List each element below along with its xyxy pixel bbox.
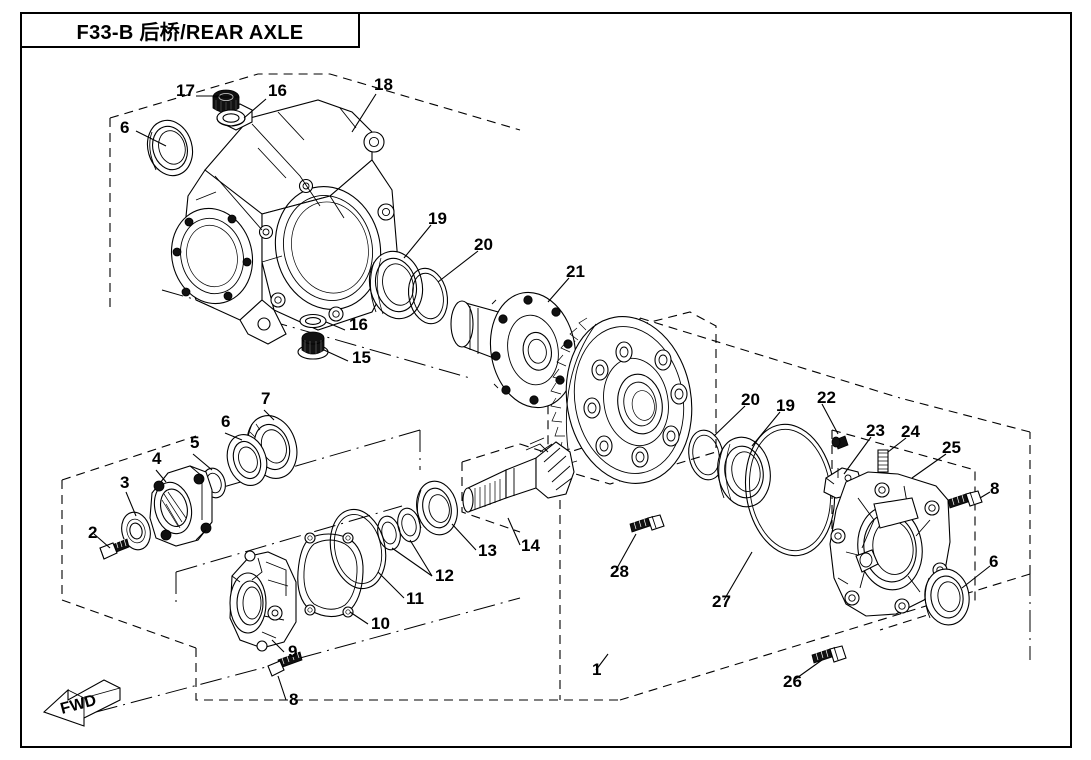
callout-6-upper: 6 <box>120 118 129 137</box>
callout-10: 10 <box>371 614 390 633</box>
callout-19: 19 <box>428 209 447 228</box>
callout-3: 3 <box>120 473 129 492</box>
callout-8-right: 8 <box>990 479 999 498</box>
callout-15: 15 <box>352 348 371 367</box>
callout-26: 26 <box>783 672 802 691</box>
callout-25: 25 <box>942 438 961 457</box>
part-ring-gear-bolt <box>629 514 665 533</box>
callout-11: 11 <box>406 589 424 608</box>
callout-18: 18 <box>374 75 393 94</box>
part-pinion-retainer <box>229 550 297 652</box>
part-ring-gear <box>550 316 693 484</box>
callout-6: 6 <box>221 412 230 431</box>
part-shim-left <box>407 267 449 325</box>
callout-23: 23 <box>866 421 885 440</box>
callout-19-right: 19 <box>776 396 795 415</box>
callout-16: 16 <box>349 315 368 334</box>
callout-9: 9 <box>288 642 297 661</box>
part-bolt-right <box>947 490 983 509</box>
page-title: F33-B 后桥/REAR AXLE <box>76 21 304 44</box>
part-oil-seal-right <box>924 568 970 626</box>
part-washer <box>121 511 151 551</box>
callout-27: 27 <box>712 592 731 611</box>
part-pinion-bearing <box>416 480 458 536</box>
callout-16-top: 16 <box>268 81 287 100</box>
part-axle-housing <box>170 99 399 345</box>
part-bolt-lower-left <box>267 651 303 677</box>
leader-lines <box>93 93 991 701</box>
diagram-frame <box>20 12 1072 748</box>
part-dowel-pin <box>831 435 849 450</box>
group-boundaries <box>61 73 1031 701</box>
part-diff-bearing-right <box>717 436 771 508</box>
part-drive-pinion <box>462 437 575 513</box>
part-differential-case <box>450 291 577 409</box>
part-sealing-washer-mid <box>299 313 327 329</box>
callout-13: 13 <box>478 541 497 560</box>
callout-6-right: 6 <box>989 552 998 571</box>
part-companion-flange <box>149 465 213 547</box>
callout-2: 2 <box>88 523 97 542</box>
callout-8: 8 <box>289 690 298 709</box>
callout-7: 7 <box>261 389 270 408</box>
part-o-ring-lower <box>329 508 387 590</box>
part-breather-plug <box>212 89 240 113</box>
callout-numbers: 1 2 3 4 5 6 7 8 9 10 11 12 13 14 15 16 1… <box>88 75 999 709</box>
part-cover-bolt <box>811 645 847 664</box>
part-flange-bolt <box>99 538 130 560</box>
callout-20-right: 20 <box>741 390 760 409</box>
callout-4: 4 <box>152 449 162 468</box>
fwd-badge: FWD <box>42 679 121 727</box>
callout-20: 20 <box>474 235 493 254</box>
part-gasket <box>297 532 364 618</box>
callout-12: 12 <box>435 566 454 585</box>
callout-5: 5 <box>190 433 199 452</box>
part-oil-seal-lower <box>226 434 268 486</box>
part-diff-bearing-left <box>368 250 424 320</box>
callout-1: 1 <box>592 660 601 679</box>
callout-17: 17 <box>176 81 195 100</box>
part-oil-seal-upper <box>146 119 194 177</box>
callout-28: 28 <box>610 562 629 581</box>
callout-22: 22 <box>817 388 836 407</box>
part-shim-set <box>377 507 421 551</box>
title-box: F33-B 后桥/REAR AXLE <box>20 12 360 48</box>
callout-14: 14 <box>521 536 540 555</box>
callout-24: 24 <box>901 422 920 441</box>
part-drain-plug <box>297 331 329 360</box>
part-sealing-washer-top <box>216 109 246 127</box>
part-bearing-cover <box>829 471 951 617</box>
callout-21: 21 <box>566 262 585 281</box>
